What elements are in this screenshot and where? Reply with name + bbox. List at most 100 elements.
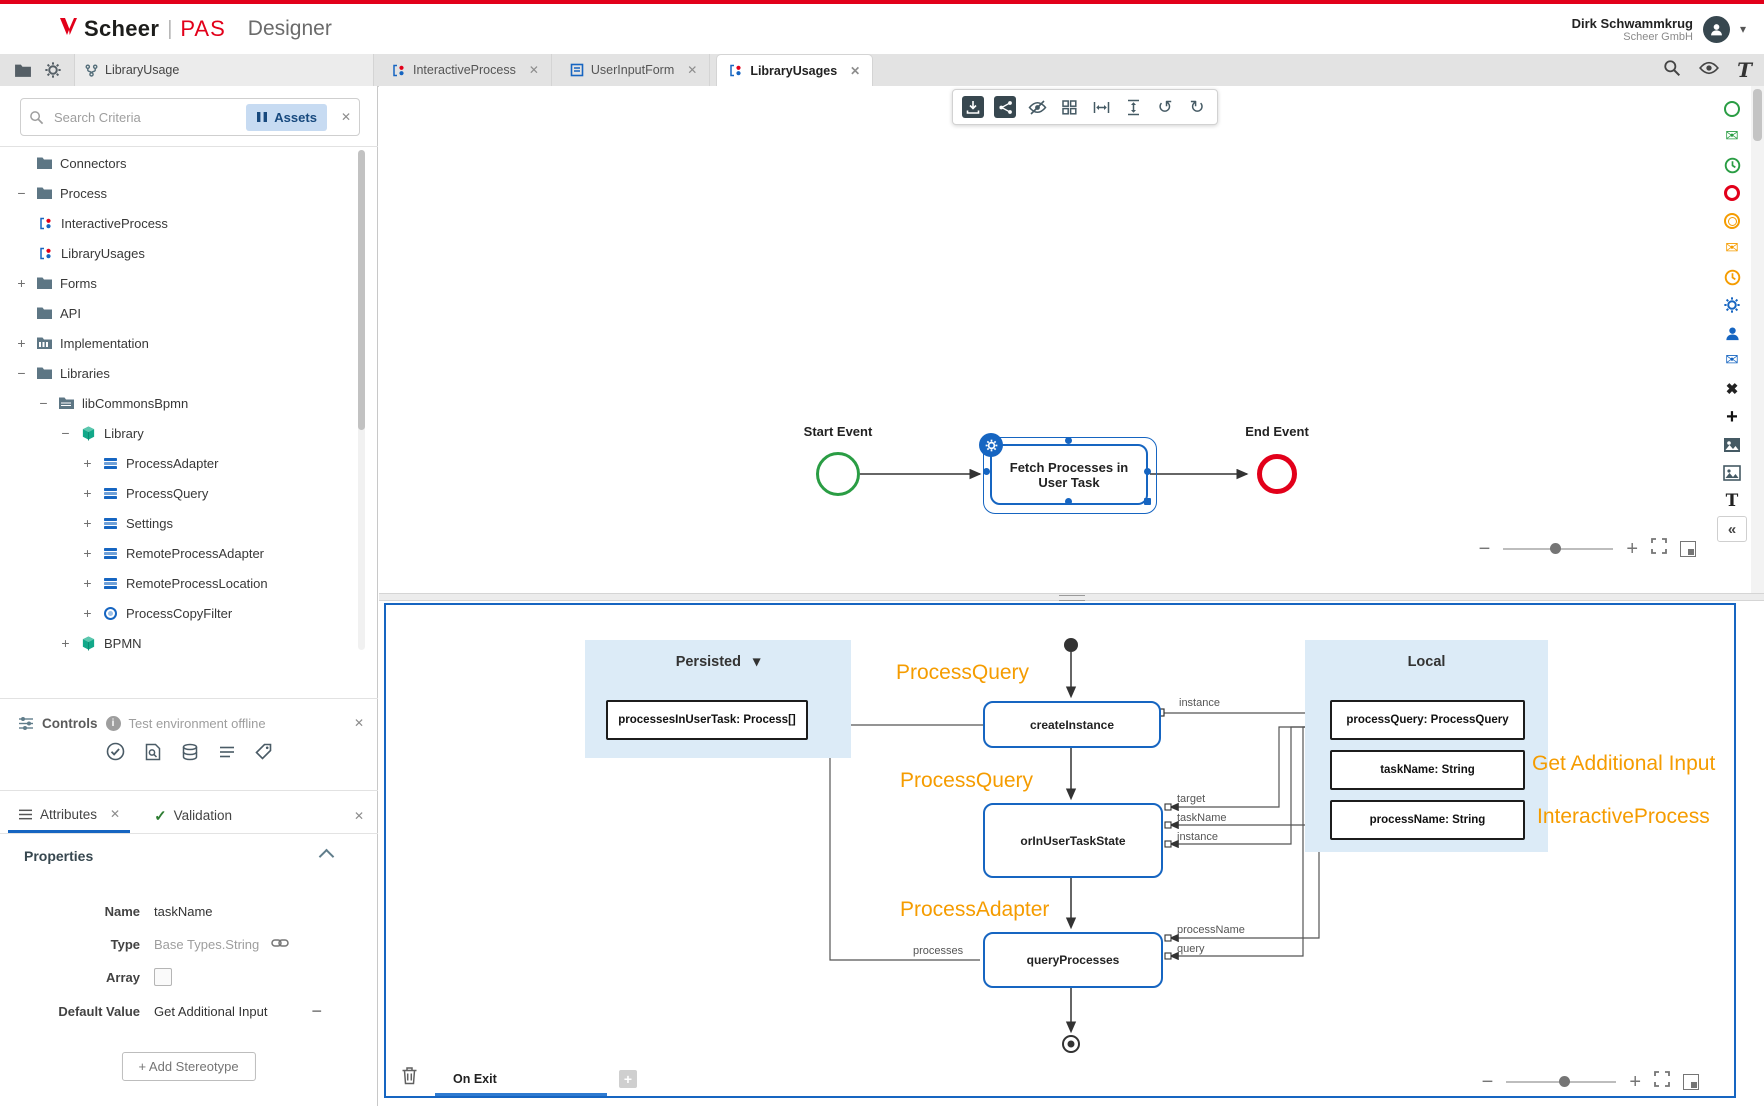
fit-view-button[interactable] [1680,540,1696,557]
variable-processes-in-user-task[interactable]: processesInUserTask: Process[] [606,700,808,740]
expand-icon[interactable] [80,605,95,621]
add-tool[interactable]: + [1717,404,1747,430]
redo-button[interactable]: ↻ [1183,93,1211,121]
resize-handle[interactable] [1065,498,1072,505]
text-annotation-tool[interactable]: T [1717,488,1747,514]
tree-item-process-copy-filter[interactable]: ProcessCopyFilter [0,598,378,628]
fit-view-button[interactable] [1683,1073,1699,1090]
service-task-tool[interactable] [1717,292,1747,318]
action-create-instance[interactable]: createInstance [983,701,1161,748]
expand-icon[interactable] [80,485,95,501]
scrollbar-thumb[interactable] [358,150,365,430]
action-query-processes[interactable]: queryProcesses [983,932,1163,988]
message-start-event-tool[interactable]: ✉ [1717,124,1747,150]
resize-handle-corner[interactable] [1144,498,1151,505]
log-list-button[interactable] [219,742,235,761]
tree-item-library[interactable]: Library [0,418,378,448]
collapse-palette-button[interactable]: « [1717,516,1747,542]
tree-item-process-query[interactable]: ProcessQuery [0,478,378,508]
search-input[interactable] [52,108,239,126]
zoom-in-button[interactable]: + [1626,537,1638,560]
tree-item-api[interactable]: API [0,298,378,328]
default-value[interactable]: Get Additional Input [154,1003,268,1019]
collapse-icon[interactable] [36,395,51,411]
close-controls-icon[interactable] [354,716,364,730]
collapse-icon[interactable] [14,185,29,201]
tree-item-process-adapter[interactable]: ProcessAdapter [0,448,378,478]
user-task-tool[interactable] [1717,320,1747,346]
splitter-grip-icon[interactable] [1058,595,1085,601]
image-tool[interactable] [1717,432,1747,458]
tree-item-libraries[interactable]: Libraries [0,358,378,388]
lane-tab-on-exit[interactable]: On Exit [453,1072,497,1086]
persisted-dropdown[interactable]: Persisted ▾ [585,654,851,670]
annotation-interactive-process[interactable]: InteractiveProcess [1537,805,1710,828]
tree-item-remote-process-location[interactable]: RemoteProcessLocation [0,568,378,598]
variable-process-name[interactable]: processName: String [1330,800,1525,840]
zoom-slider[interactable] [1506,1075,1617,1087]
expand-icon[interactable] [14,275,29,291]
zoom-knob[interactable] [1549,542,1561,554]
variable-process-query[interactable]: processQuery: ProcessQuery [1330,700,1525,740]
annotation-process-query-1[interactable]: ProcessQuery [896,661,1030,684]
collapse-icon[interactable] [14,365,29,381]
tree-scrollbar[interactable] [358,150,365,650]
tab-library-usages[interactable]: LibraryUsages [716,54,874,86]
panel-splitter[interactable] [379,593,1764,601]
tree-item-bpmn[interactable]: BPMN [0,628,378,658]
database-button[interactable] [181,742,199,761]
collapse-icon[interactable] [58,425,73,441]
chevron-up-icon[interactable] [318,848,335,864]
fit-width-button[interactable] [1087,93,1115,121]
annotation-process-adapter[interactable]: ProcessAdapter [900,898,1050,921]
canvas-scrollbar[interactable] [1751,86,1764,593]
tab-interactive-process[interactable]: InteractiveProcess [380,54,552,86]
service-task-node[interactable]: Fetch Processes in User Task [990,444,1148,505]
zoom-in-button[interactable]: + [1629,1070,1641,1093]
resize-handle[interactable] [983,468,990,475]
grid-layout-button[interactable] [1055,93,1083,121]
zoom-out-button[interactable]: − [1478,537,1491,560]
tab-validation[interactable]: ✓ Validation [144,798,242,833]
user-menu[interactable]: Dirk Schwammkrug Scheer GmbH ▾ [1572,15,1764,43]
assets-filter-button[interactable]: Assets [246,103,327,131]
add-stereotype-button[interactable]: + Add Stereotype [121,1052,256,1081]
delete-tool[interactable]: ✖ [1717,376,1747,402]
inspect-document-button[interactable] [145,742,161,761]
annotation-process-query-2[interactable]: ProcessQuery [900,769,1034,792]
zoom-out-button[interactable]: − [1481,1070,1494,1093]
tree-item-implementation[interactable]: Implementation [0,328,378,358]
expand-icon[interactable] [14,335,29,351]
resize-handle[interactable] [1065,437,1072,444]
variable-task-name[interactable]: taskName: String [1330,750,1525,790]
tree-item-process[interactable]: Process [0,178,378,208]
project-tab[interactable]: LibraryUsage [74,54,374,86]
end-event-tool[interactable] [1717,180,1747,206]
close-validation-icon[interactable] [354,809,364,823]
search-button[interactable] [1663,59,1681,82]
start-event-node[interactable] [816,452,860,496]
type-link-button[interactable] [271,935,290,953]
tab-attributes[interactable]: Attributes [8,798,131,833]
bpmn-canvas[interactable]: ↺ ↻ Start Event End Event Fetch Processe… [379,86,1764,593]
array-checkbox[interactable] [154,968,172,986]
expand-icon[interactable] [80,575,95,591]
tree-item-interactive-process[interactable]: InteractiveProcess [0,208,378,238]
intermediate-event-tool[interactable] [1717,208,1747,234]
expand-icon[interactable] [58,635,73,651]
tree-item-lib-commons-bpmn[interactable]: libCommonsBpmn [0,388,378,418]
remove-default-button[interactable]: − [311,1000,322,1021]
message-task-tool[interactable]: ✉ [1717,348,1747,374]
tree-item-forms[interactable]: Forms [0,268,378,298]
settings-button[interactable] [38,54,68,86]
type-value[interactable]: Base Types.String [154,936,260,952]
mapping-canvas[interactable]: Persisted ▾ processesInUserTask: Process… [379,601,1764,1106]
close-attributes-icon[interactable] [110,807,120,821]
undo-button[interactable]: ↺ [1151,93,1179,121]
zoom-knob[interactable] [1559,1075,1571,1087]
timer-intermediate-event-tool[interactable] [1717,264,1747,290]
close-tab-icon[interactable] [687,63,697,77]
text-tool-button[interactable]: T [1737,58,1752,82]
hide-elements-button[interactable] [1023,93,1051,121]
add-lane-button[interactable]: + [619,1070,637,1088]
